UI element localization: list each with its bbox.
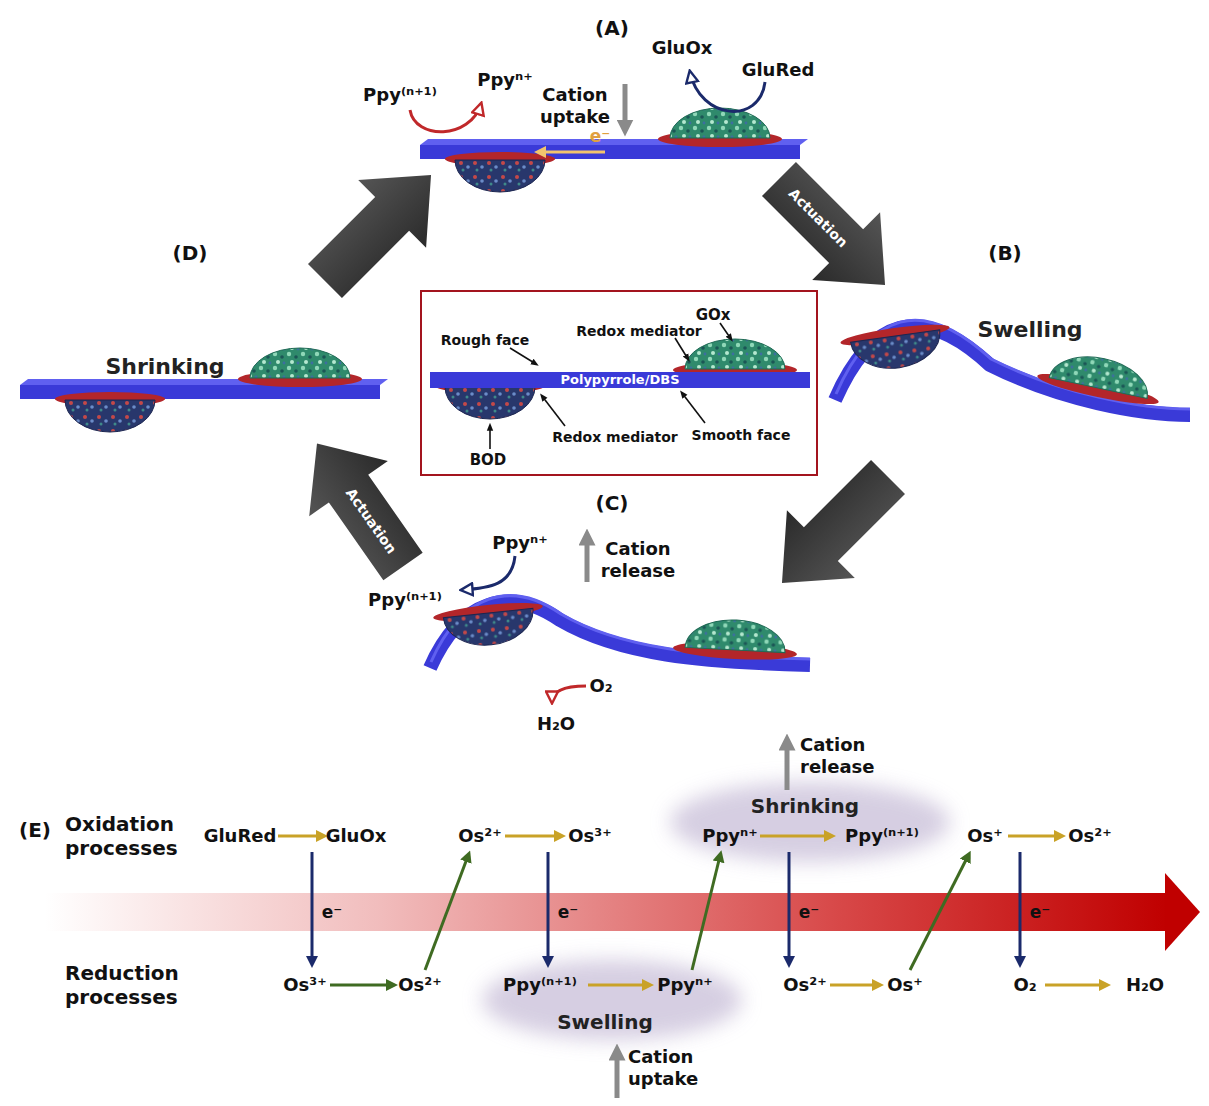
species-label: Os⁺ (887, 974, 923, 996)
row-label: Oxidation processes (65, 812, 195, 860)
electron-label: e⁻ (322, 902, 343, 922)
polymer-strip: Polypyrrole/DBS (430, 372, 810, 388)
row-label: Reduction processes (65, 961, 195, 1009)
species-label: Ppy⁽ⁿ⁺¹⁾ (845, 825, 919, 847)
part-label: GOx (696, 306, 731, 324)
species-label: Ppyⁿ⁺ (492, 532, 548, 554)
species-label: Os²⁺ (458, 825, 501, 847)
cation-arrow (623, 84, 628, 128)
cation-label: Cation release (800, 734, 884, 777)
panel-letter: (B) (988, 241, 1022, 265)
redox-arrow (462, 556, 515, 590)
species-label: Os⁺ (967, 825, 1003, 847)
panel-letter: (A) (595, 16, 629, 40)
strip-d (20, 348, 388, 432)
part-label: Rough face (441, 332, 530, 349)
species-label: GluOx (326, 825, 387, 847)
arrow-label: Actuation (785, 185, 851, 251)
state-label: Swelling (977, 317, 1082, 343)
panel-letter: (E) (19, 818, 51, 842)
species-label: Os³⁺ (283, 974, 326, 996)
arrow-label: Actuation (342, 485, 400, 557)
species-label: O₂ (589, 675, 612, 697)
cation-label: Cation uptake (533, 84, 617, 127)
species-label: Os³⁺ (568, 825, 611, 847)
state-label: Swelling (557, 1010, 653, 1034)
species-label: Os²⁺ (783, 974, 826, 996)
strip-label: Polypyrrole/DBS (560, 372, 679, 388)
cation-arrow (585, 537, 590, 582)
species-label: GluRed (742, 59, 815, 81)
species-label: Ppyⁿ⁺ (702, 825, 758, 847)
electron-label: e⁻ (799, 902, 820, 922)
species-label: H₂O (537, 713, 575, 735)
part-label: Smooth face (692, 427, 791, 444)
cation-label: Cation uptake (628, 1046, 712, 1089)
panel-letter: (C) (596, 491, 629, 515)
species-label: Os²⁺ (1068, 825, 1111, 847)
species-label: Ppy⁽ⁿ⁺¹⁾ (363, 84, 437, 106)
part-label: Redox mediator (552, 429, 677, 446)
part-label: Redox mediator (576, 323, 701, 340)
part-label: BOD (470, 451, 507, 469)
electron-label: e⁻ (590, 126, 611, 146)
species-label: GluOx (652, 37, 713, 59)
legend-box: GOxRough faceRedox mediatorSmooth faceRe… (420, 290, 818, 476)
cation-label: Cation release (596, 538, 680, 581)
strip-c (430, 596, 810, 668)
electron-label: e⁻ (558, 902, 579, 922)
species-label: O₂ (1013, 974, 1036, 996)
species-label: Ppy⁽ⁿ⁺¹⁾ (503, 974, 577, 996)
redox-arrow (410, 104, 481, 132)
electron-label: e⁻ (1030, 902, 1051, 922)
cycle-arrow (278, 416, 443, 594)
redox-arrow (552, 686, 586, 702)
species-label: Ppy⁽ⁿ⁺¹⁾ (368, 589, 442, 611)
species-label: Ppyⁿ⁺ (477, 69, 533, 91)
species-label: H₂O (1126, 974, 1164, 996)
cycle-arrow (291, 141, 465, 315)
panel-letter: (D) (173, 241, 208, 265)
state-label: Shrinking (105, 354, 224, 380)
strip-a (420, 108, 808, 192)
state-label: Shrinking (751, 794, 859, 818)
species-label: GluRed (204, 825, 277, 847)
species-label: Os²⁺ (398, 974, 441, 996)
species-label: Ppyⁿ⁺ (657, 974, 713, 996)
